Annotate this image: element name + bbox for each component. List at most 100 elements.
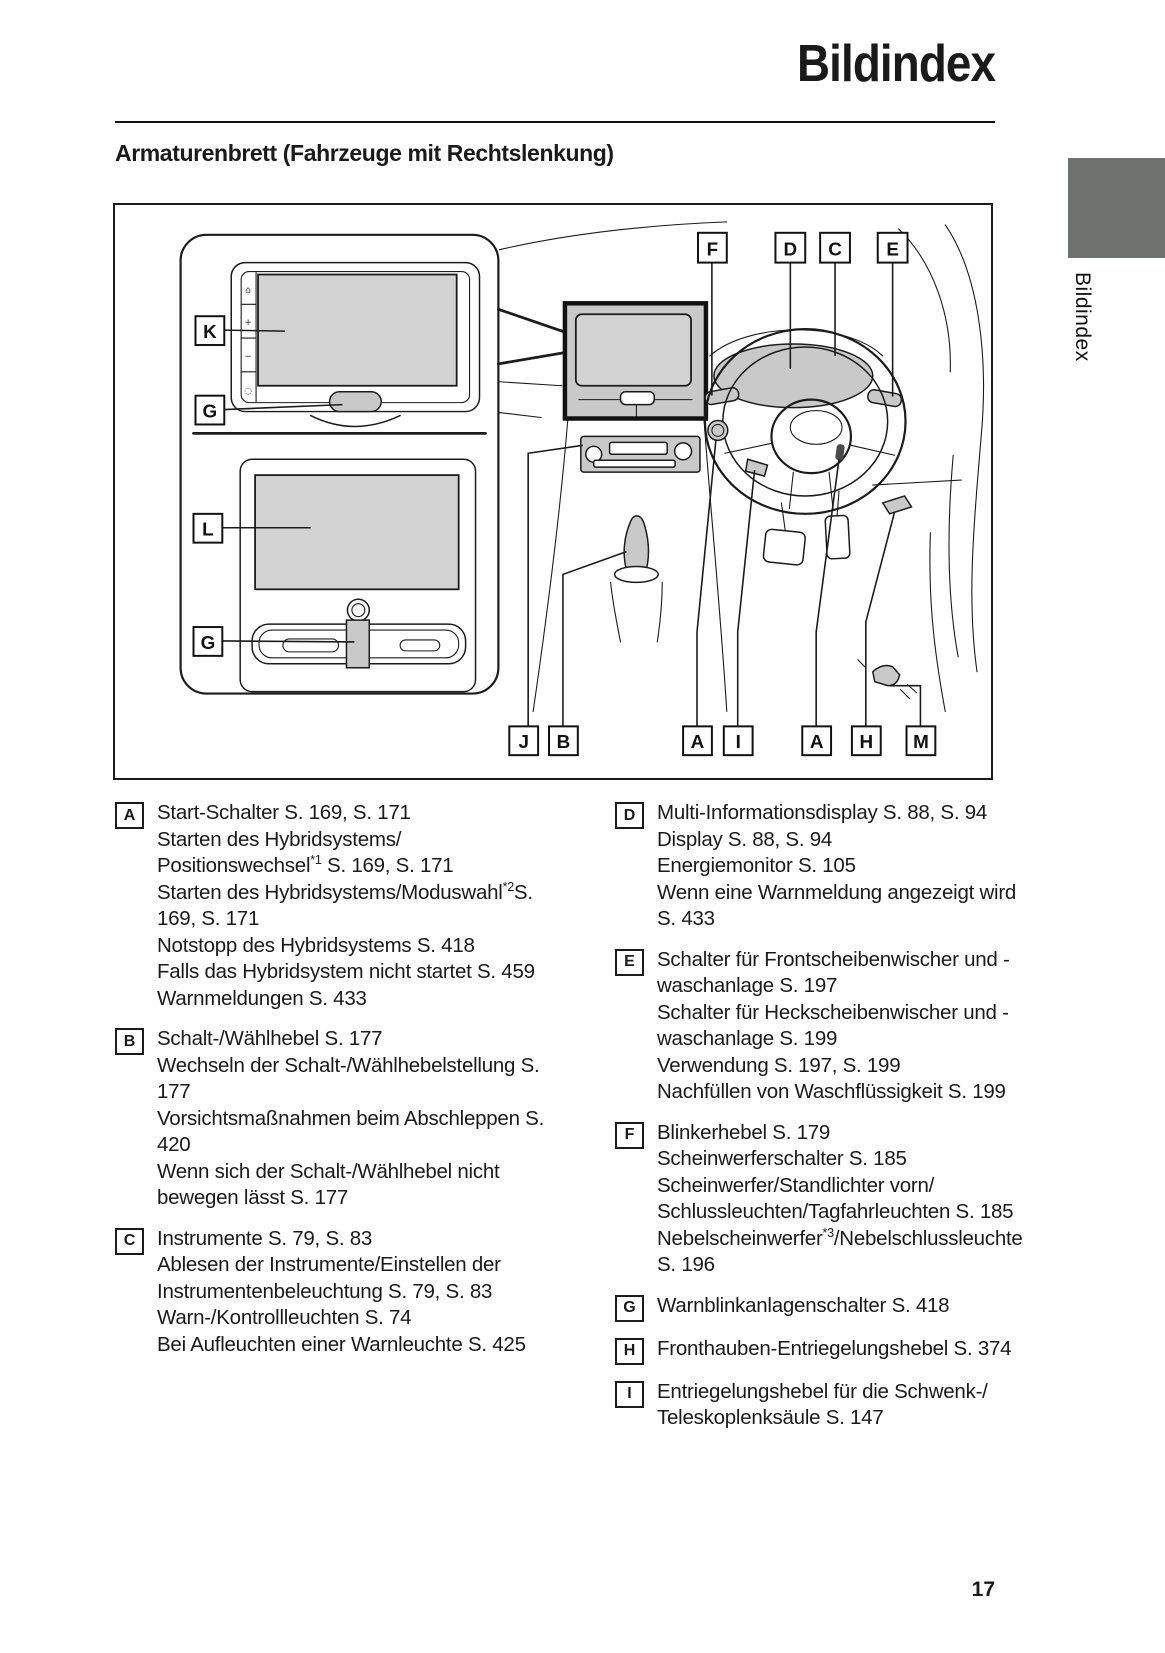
inset-panel: ⌂ + − ◌ (179, 233, 500, 695)
index-item-C: C Instrumente S. 79, S. 83 Ablesen der Ins… (115, 1226, 555, 1359)
minus-icon: − (244, 352, 251, 362)
index-entry: Falls das Hybridsystem nicht startet S. … (157, 960, 535, 983)
callout-box-D: D (774, 231, 807, 264)
index-entry: Starten des Hybridsystems/​Positionswech… (157, 827, 454, 878)
tilt-lever (744, 458, 769, 478)
index-entry: Warn-/​Kontrollleuchten S. 74 (157, 1306, 412, 1329)
callout-label: B (115, 1028, 144, 1055)
index-entry: Fronthauben-Entriegelungshebel S. 374 (657, 1336, 1012, 1360)
index-entry: Entriegelungshebel für die Schwenk-/​Tel… (657, 1379, 988, 1430)
index-entry: Warnblinkanlagenschalter S. 418 (657, 1293, 950, 1317)
index-entry: Nebelscheinwerfer*3/​Nebelschlussleuchte… (657, 1225, 1023, 1276)
index-entry: Schalter für Frontscheibenwischer und -w… (657, 947, 1010, 998)
callout-box-A2: A (801, 725, 833, 757)
callout-box-A1: A (682, 725, 713, 757)
index-entry: Instrumente S. 79, S. 83 (157, 1226, 373, 1250)
callout-letter: I (736, 731, 741, 752)
callout-letter: G (201, 632, 216, 653)
callout-box-F: F (696, 231, 728, 264)
index-item-I: I Entriegelungshebel für die Schwenk-/​Te… (615, 1379, 1040, 1432)
callout-label: I (615, 1380, 644, 1408)
index-entry: Verwendung S. 197, S. 199 (657, 1053, 901, 1077)
instrument-cluster (713, 343, 874, 409)
callout-label: F (615, 1121, 644, 1149)
callout-letter: J (518, 731, 529, 752)
callout-box-J: J (508, 725, 540, 757)
gear-icon: ◌ (244, 387, 252, 397)
right-stalk (867, 389, 903, 408)
center-console (532, 301, 728, 713)
index-entry: Warnmeldungen S. 433 (157, 986, 367, 1010)
steering-wheel (703, 328, 918, 700)
dashboard-diagram: ⌂ + − ◌ (113, 203, 993, 780)
callout-box-H: H (850, 725, 882, 757)
index-entry: Display S. 88, S. 94 (657, 827, 833, 851)
section-heading: Armaturenbrett (Fahrzeuge mit Rechtslenk… (115, 140, 614, 166)
index-item-text: Warnblinkanlagenschalter S. 418 (657, 1293, 1040, 1320)
index-entry: Wenn eine Warnmeldung angezeigt wird S. … (657, 880, 1017, 931)
callout-letter: M (913, 731, 929, 752)
callout-box-C: C (819, 231, 851, 264)
index-entry: Schalter für Heckscheibenwischer und -wa… (657, 1000, 1009, 1051)
plus-icon: + (244, 318, 251, 328)
callout-letter: K (203, 321, 217, 342)
leader-lines (222, 262, 922, 727)
index-entry: Ablesen der Instrumente/​Einstellen der … (157, 1253, 501, 1303)
callout-letter: A (810, 731, 824, 752)
callout-letter: A (691, 731, 705, 752)
index-item-text: Fronthauben-Entriegelungshebel S. 374 (657, 1336, 1040, 1363)
chapter-tab-label: Bildindex (1071, 272, 1094, 362)
callout-letter: E (886, 239, 899, 260)
index-entry: Energiemonitor S. 105 (657, 854, 856, 877)
header-rule (115, 121, 995, 123)
index-entry: Schalt-/​Wählhebel S. 177 (157, 1027, 383, 1050)
callout-box-G2: G (192, 626, 224, 657)
index-entry: Bei Aufleuchten einer Warnleuchte S. 425 (157, 1332, 526, 1356)
callout-box-E: E (876, 231, 909, 264)
index-entry: Vorsichtsmaßnahmen beim Abschleppen S. 4… (157, 1106, 545, 1157)
callout-label: C (115, 1227, 144, 1255)
callout-letter: G (203, 401, 218, 422)
callout-label: D (615, 802, 644, 829)
callout-letter: H (860, 731, 874, 752)
callout-box-I: I (722, 725, 754, 757)
index-entry: Wenn sich der Schalt-/​Wählhebel nicht b… (157, 1159, 500, 1210)
callout-box-B: B (548, 725, 579, 757)
index-item-text: Instrumente S. 79, S. 83 Ablesen der Inst… (157, 1226, 555, 1359)
index-entry: Start-Schalter S. 169, S. 171 (157, 801, 411, 824)
callout-label: A (115, 802, 144, 829)
index-entry: Nachfüllen von Waschflüssigkeit S. 199 (657, 1080, 1006, 1103)
accelerator-pedal (824, 514, 851, 560)
callout-letter: F (707, 239, 719, 260)
callout-label: H (615, 1337, 644, 1365)
callout-letter: D (784, 239, 798, 260)
index-entry: Notstopp des Hybridsystems S. 418 (157, 933, 475, 957)
callout-box-K: K (194, 315, 226, 347)
callout-letter: L (202, 519, 214, 540)
callout-box-G1: G (194, 394, 226, 426)
callout-letter: B (557, 731, 571, 752)
index-item-H: H Fronthauben-Entriegelungshebel S. 374 (615, 1336, 1040, 1365)
index-item-text: Entriegelungshebel für die Schwenk-/​Tel… (657, 1379, 1040, 1432)
index-entry: Wechseln der Schalt-/​Wählhebelstellung … (157, 1053, 540, 1104)
key-slot (835, 444, 845, 461)
release-lever-m (871, 664, 901, 687)
index-entry: Starten des Hybridsystems/​Moduswahl*2S.… (157, 879, 533, 930)
callout-box-M: M (905, 725, 937, 757)
callout-box-L: L (192, 512, 224, 544)
bonnet-release-lever (881, 495, 913, 515)
page-title: Bildindex (796, 35, 996, 93)
dashboard-diagram-svg: ⌂ + − ◌ (179, 221, 985, 757)
dash-contours (498, 221, 985, 713)
index-entry: Scheinwerferschalter S. 185 (657, 1147, 907, 1170)
start-switch (707, 419, 729, 442)
index-item-text: Schalter für Frontscheibenwischer und -w… (657, 947, 1040, 1106)
callout-letter: C (828, 239, 842, 260)
